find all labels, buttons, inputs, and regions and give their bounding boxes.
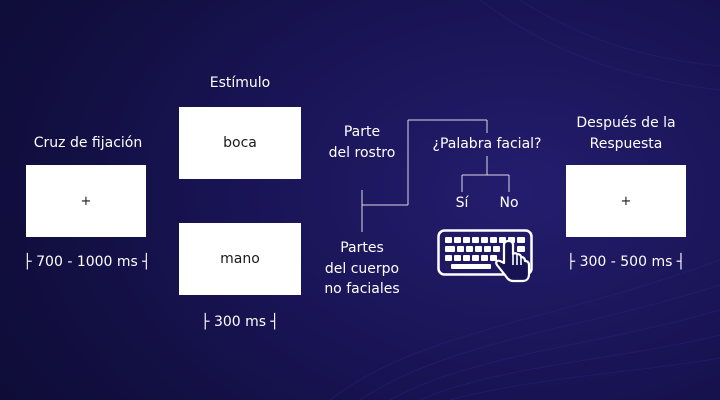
stimulus-duration: ├ 300 ms ┤ (201, 314, 279, 330)
stimulus-word-top: boca (223, 135, 257, 151)
category-body-line1: Partes (340, 240, 384, 256)
category-body-line3: no faciales (324, 281, 400, 297)
keyboard-press-icon (437, 229, 533, 283)
fixation-cross-symbol: + (80, 193, 92, 209)
category-body-line2: del cuerpo (324, 261, 400, 277)
fixation-duration: ├ 700 - 1000 ms ┤ (23, 254, 151, 270)
category-face-line1: Parte (343, 124, 381, 140)
question-text: ¿Palabra facial? (432, 136, 542, 152)
after-duration: ├ 300 - 500 ms ┤ (566, 254, 686, 270)
stimulus-box-bottom: mano (179, 223, 301, 295)
fixation-title: Cruz de fijación (33, 135, 143, 151)
stimulus-box-top: boca (179, 107, 301, 179)
stimulus-word-bottom: mano (220, 251, 260, 267)
stimulus-title: Estímulo (209, 75, 271, 91)
fixation-box: + (26, 165, 146, 237)
after-title-line2: Respuesta (589, 136, 663, 152)
category-face-line2: del rostro (328, 145, 396, 161)
after-cross-symbol: + (620, 193, 632, 209)
answer-no: No (499, 195, 519, 211)
after-title-line1: Después de la (576, 115, 676, 131)
answer-yes: Sí (455, 195, 469, 211)
after-box: + (566, 165, 686, 237)
